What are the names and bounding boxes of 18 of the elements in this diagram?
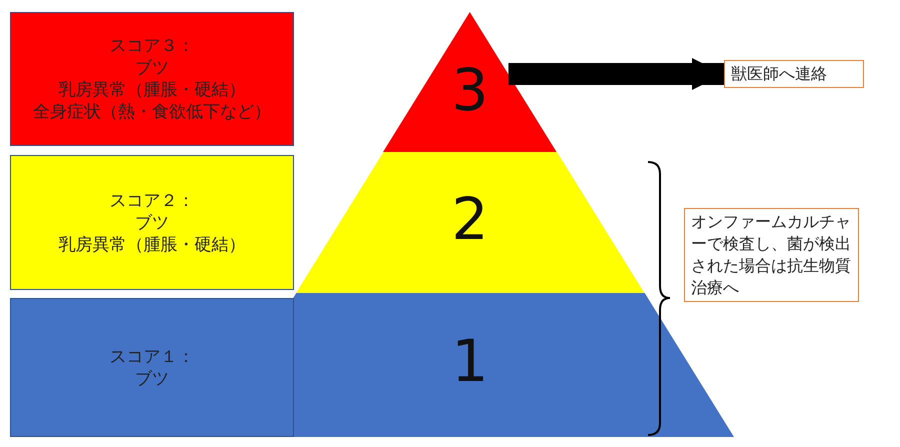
tier-number: 3: [450, 56, 490, 124]
note-text: オンファームカルチャーで検査し、菌が検出された場合は抗生物質治療へ: [684, 208, 859, 302]
block-arrow: [508, 58, 724, 90]
symptom-text: 乳房異常（腫脹・硬結）: [58, 234, 246, 256]
symptom-text: ブツ: [135, 368, 169, 390]
note-text: 獣医師へ連絡: [724, 60, 864, 88]
symptom-text: 乳房異常（腫脹・硬結）: [58, 79, 246, 101]
tier-number: 2: [450, 184, 490, 252]
symptom-text: ブツ: [135, 212, 169, 234]
tier-number: 1: [450, 327, 490, 395]
score-panel: [10, 12, 294, 146]
score-heading: スコア３：: [110, 35, 194, 57]
symptom-text: 全身症状（熱・食欲低下など）: [33, 101, 271, 123]
symptom-text: ブツ: [135, 57, 169, 79]
score-panel: [10, 155, 294, 290]
score-panel: [10, 298, 294, 437]
score-heading: スコア２：: [110, 190, 194, 212]
score-heading: スコア１：: [110, 346, 194, 368]
